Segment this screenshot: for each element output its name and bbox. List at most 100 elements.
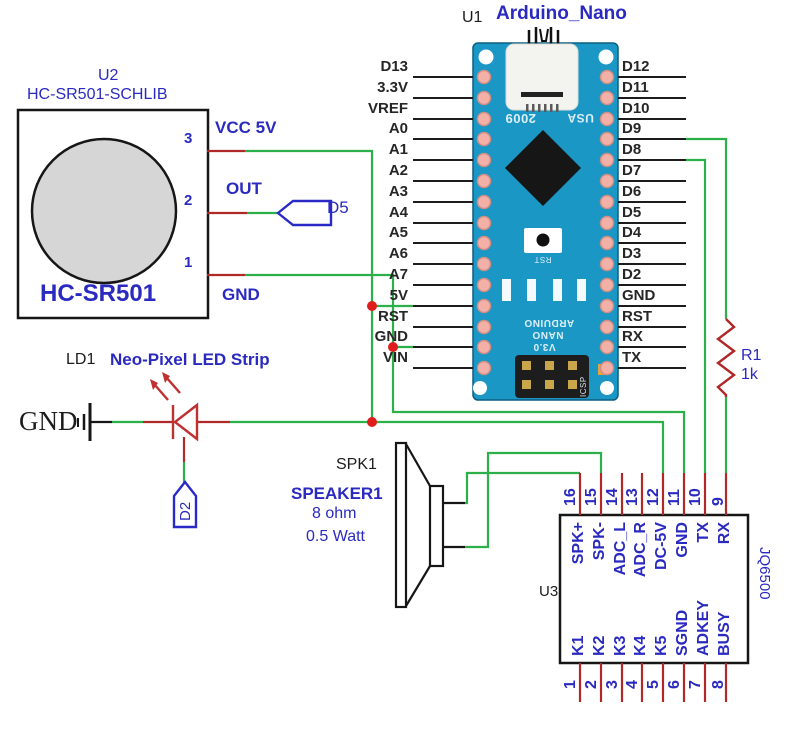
mp3-pin7-number: 7: [687, 680, 704, 689]
pin-label-gnd-l: GND: [374, 328, 408, 345]
black-wires: [90, 420, 465, 549]
arduino-title: Arduino_Nano: [496, 3, 627, 24]
pin-label-d9: D9: [622, 120, 642, 137]
mp3-label-spk-plus: SPK+: [570, 522, 587, 565]
pir-library: HC-SR501-SCHLIB: [27, 86, 168, 103]
pin-label-rst-l: RST: [378, 308, 408, 325]
pin-label-rst-r: RST: [622, 308, 652, 325]
pin-label-gnd-r: GND: [622, 287, 656, 304]
mp3-ref: U3: [539, 583, 559, 600]
red-wires: [143, 149, 728, 702]
mp3-pin9-number: 9: [710, 497, 727, 506]
pin-label-a3: A3: [388, 183, 408, 200]
led-arrowhead: [162, 372, 170, 383]
pir-dome: [30, 137, 178, 285]
mp3-pin6-number: 6: [666, 680, 683, 689]
mp3-label-k2: K2: [591, 635, 608, 656]
pin-label-d4: D4: [622, 224, 642, 241]
net-spk-plus: [465, 471, 580, 505]
mp3-pin12-number: 12: [645, 488, 662, 506]
mp3-pin3-number: 3: [604, 680, 621, 689]
resistor-symbol: [716, 318, 736, 397]
silkscreen-usa: USA: [567, 111, 594, 125]
silkscreen-model: NANO: [532, 329, 564, 340]
arduino-board: [472, 27, 619, 401]
pin-label-d8: D8: [622, 141, 642, 158]
mp3-pin15-number: 15: [583, 488, 600, 506]
arduino-pin-lines: [413, 76, 686, 369]
ground-symbol: [77, 403, 92, 441]
pir-pin2-number: 2: [184, 192, 193, 209]
pin-label-d3: D3: [622, 245, 642, 262]
mp3-pin2-number: 2: [583, 680, 600, 689]
mp3-pin11-number: 11: [666, 489, 683, 506]
mp3-pin8-number: 8: [710, 680, 727, 689]
mp3-pin1-number: 1: [562, 680, 579, 689]
d2-flag-label: D2: [177, 501, 194, 521]
mp3-label-k5: K5: [653, 635, 670, 656]
pin-label-a2: A2: [388, 162, 408, 179]
speaker-symbol: [394, 441, 445, 609]
led-ref: LD1: [66, 351, 96, 368]
ground-label: GND: [19, 406, 78, 436]
mp3-label-k1: K1: [570, 635, 587, 656]
led-name: Neo-Pixel LED Strip: [110, 350, 270, 369]
mp3-label-sgnd: SGND: [674, 609, 691, 656]
pir-gnd-label: GND: [222, 285, 260, 304]
pir-out-label: OUT: [226, 179, 262, 198]
mp3-label-busy: BUSY: [716, 611, 733, 656]
reset-button-icon: [524, 228, 562, 253]
pir-pin3-number: 3: [184, 130, 193, 147]
pir-pin1-number: 1: [184, 254, 193, 271]
icsp-header-icon: [515, 355, 589, 398]
pin-label-3v3: 3.3V: [377, 79, 408, 96]
pin-label-d12: D12: [622, 58, 650, 75]
pir-sensor-symbol: [16, 108, 210, 320]
mp3-pin4-number: 4: [624, 680, 641, 689]
board-pads: [476, 69, 615, 376]
pin-label-a7: A7: [388, 266, 408, 283]
mp3-label-tx: TX: [695, 522, 712, 543]
silkscreen-version: V3.0: [533, 341, 556, 352]
mp3-pin16-number: 16: [562, 488, 579, 506]
net-flag-shapes: [172, 199, 333, 529]
mp3-pin14-number: 14: [604, 488, 621, 506]
pin-label-a5: A5: [388, 224, 408, 241]
silkscreen-rst: RST: [534, 255, 552, 264]
mp3-part-label: JQ6500: [756, 547, 773, 600]
pin-label-tx: TX: [622, 349, 642, 366]
mp3-label-adc-l: ADC_L: [612, 522, 629, 576]
junction-dots: [367, 301, 398, 427]
pin-label-rx: RX: [622, 328, 643, 345]
led-arrowhead: [150, 379, 158, 390]
pin-label-a4: A4: [388, 204, 408, 221]
net-spk-minus: [465, 451, 603, 549]
arduino-ref: U1: [462, 9, 483, 26]
pin-label-d6: D6: [622, 183, 642, 200]
mp3-label-rx: RX: [716, 522, 733, 545]
silkscreen-brand: ARDUINO: [524, 317, 575, 328]
mp3-pin10-number: 10: [687, 488, 704, 506]
resistor-ref: R1: [741, 347, 762, 364]
mp3-label-gnd: GND: [674, 522, 691, 558]
pin-label-a6: A6: [388, 245, 408, 262]
mp3-label-k3: K3: [612, 635, 629, 656]
d5-flag: [276, 199, 333, 227]
led-symbol: [150, 372, 199, 442]
speaker-power: 0.5 Watt: [306, 528, 365, 545]
mp3-label-adc-r: ADC_R: [632, 522, 649, 578]
mp3-label-k4: K4: [632, 635, 649, 656]
mp3-module-body: [558, 513, 750, 665]
d2-flag: [172, 480, 198, 529]
pin-label-d2: D2: [622, 266, 642, 283]
pin-label-d13: D13: [380, 58, 408, 75]
pin-label-5v: 5V: [389, 287, 408, 304]
mp3-pin13-number: 13: [624, 488, 641, 506]
pir-vcc-label: VCC 5V: [215, 118, 277, 137]
pin-label-a1: A1: [388, 141, 408, 158]
pin-label-d5: D5: [622, 204, 642, 221]
pin-label-d7: D7: [622, 162, 642, 179]
speaker-impedance: 8 ohm: [312, 505, 357, 522]
resistor-value: 1k: [741, 366, 758, 383]
